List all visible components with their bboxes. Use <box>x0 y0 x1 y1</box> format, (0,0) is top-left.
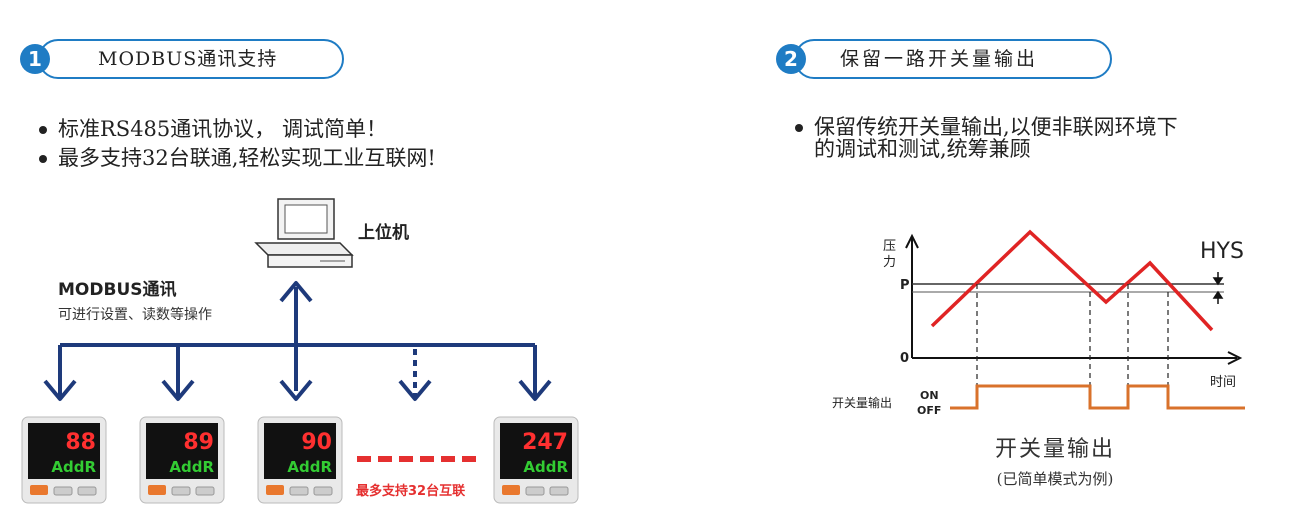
modbus-title: MODBUS通讯 <box>58 280 177 300</box>
device-sub: AddR <box>287 458 332 476</box>
device-value: 247 <box>522 430 568 455</box>
diagram-caption: 开关量输出 <box>995 437 1115 462</box>
y-axis-label-1: 压 <box>883 239 896 254</box>
switch-output-diagram: 压 力 P 0 时间 HYS 开关量输出 ON OFF 开关量输出 (已简单模式… <box>832 229 1245 488</box>
device-value: 88 <box>65 430 96 455</box>
diagram-axes <box>905 233 1243 365</box>
device-sub: AddR <box>169 458 214 476</box>
pressure-curve <box>930 229 1214 332</box>
max-devices-label: 最多支持32台互联 <box>356 483 465 499</box>
bullet-item: 最多支持32台联通,轻松实现工业互联网! <box>36 144 436 173</box>
diagram-subcaption: (已简单模式为例) <box>997 470 1114 488</box>
section-1-bullets: 标准RS485通讯协议， 调试简单！ 最多支持32台联通,轻松实现工业互联网! <box>36 115 436 173</box>
host-computer-label: 上位机 <box>358 222 409 243</box>
bullet-line-2: 的调试和测试,统筹兼顾 <box>814 137 1031 161</box>
bullet-line-1: 保留传统开关量输出,以便非联网环境下 <box>814 115 1178 139</box>
device-value: 89 <box>183 430 214 455</box>
off-label: OFF <box>917 404 941 417</box>
section-2-badge: 2 <box>776 44 806 74</box>
zero-label: 0 <box>900 351 909 366</box>
host-computer-icon <box>254 198 354 268</box>
bullet-item: 标准RS485通讯协议， 调试简单！ <box>36 115 436 144</box>
device-module: 90 AddR <box>257 416 343 504</box>
hys-marker <box>1212 272 1224 304</box>
modbus-network-diagram: 上位机 MODBUS通讯 可进行设置、读数等操作 最多支持32台互联 88 Ad… <box>21 198 579 504</box>
section-1-badge: 1 <box>20 44 50 74</box>
section-2-bullets: 保留传统开关量输出,以便非联网环境下 的调试和测试,统筹兼顾 <box>792 116 1178 160</box>
hys-label: HYS <box>1200 239 1244 264</box>
switch-output-wave <box>950 384 1245 410</box>
device-sub: AddR <box>51 458 96 476</box>
p-label: P <box>900 278 910 293</box>
y-axis-label-2: 力 <box>883 255 896 270</box>
section-2-title-text: 保留一路开关量输出 <box>840 48 1039 70</box>
modbus-desc: 可进行设置、读数等操作 <box>58 306 212 323</box>
output-label: 开关量输出 <box>832 395 892 410</box>
device-module: 88 AddR <box>21 416 107 504</box>
switch-point-guides <box>976 284 1169 386</box>
device-module: 247 AddR <box>493 416 579 504</box>
bullet-item: 保留传统开关量输出,以便非联网环境下 的调试和测试,统筹兼顾 <box>792 116 1178 160</box>
device-module: 89 AddR <box>139 416 225 504</box>
device-sub: AddR <box>523 458 568 476</box>
on-label: ON <box>920 389 939 402</box>
section-1-title: MODBUS通讯支持 <box>38 39 344 79</box>
section-2-title: 保留一路开关量输出 <box>794 39 1112 79</box>
time-label: 时间 <box>1210 375 1236 390</box>
bus-lines <box>43 281 552 401</box>
section-1-title-text: MODBUS通讯支持 <box>98 48 278 70</box>
device-value: 90 <box>301 430 332 455</box>
